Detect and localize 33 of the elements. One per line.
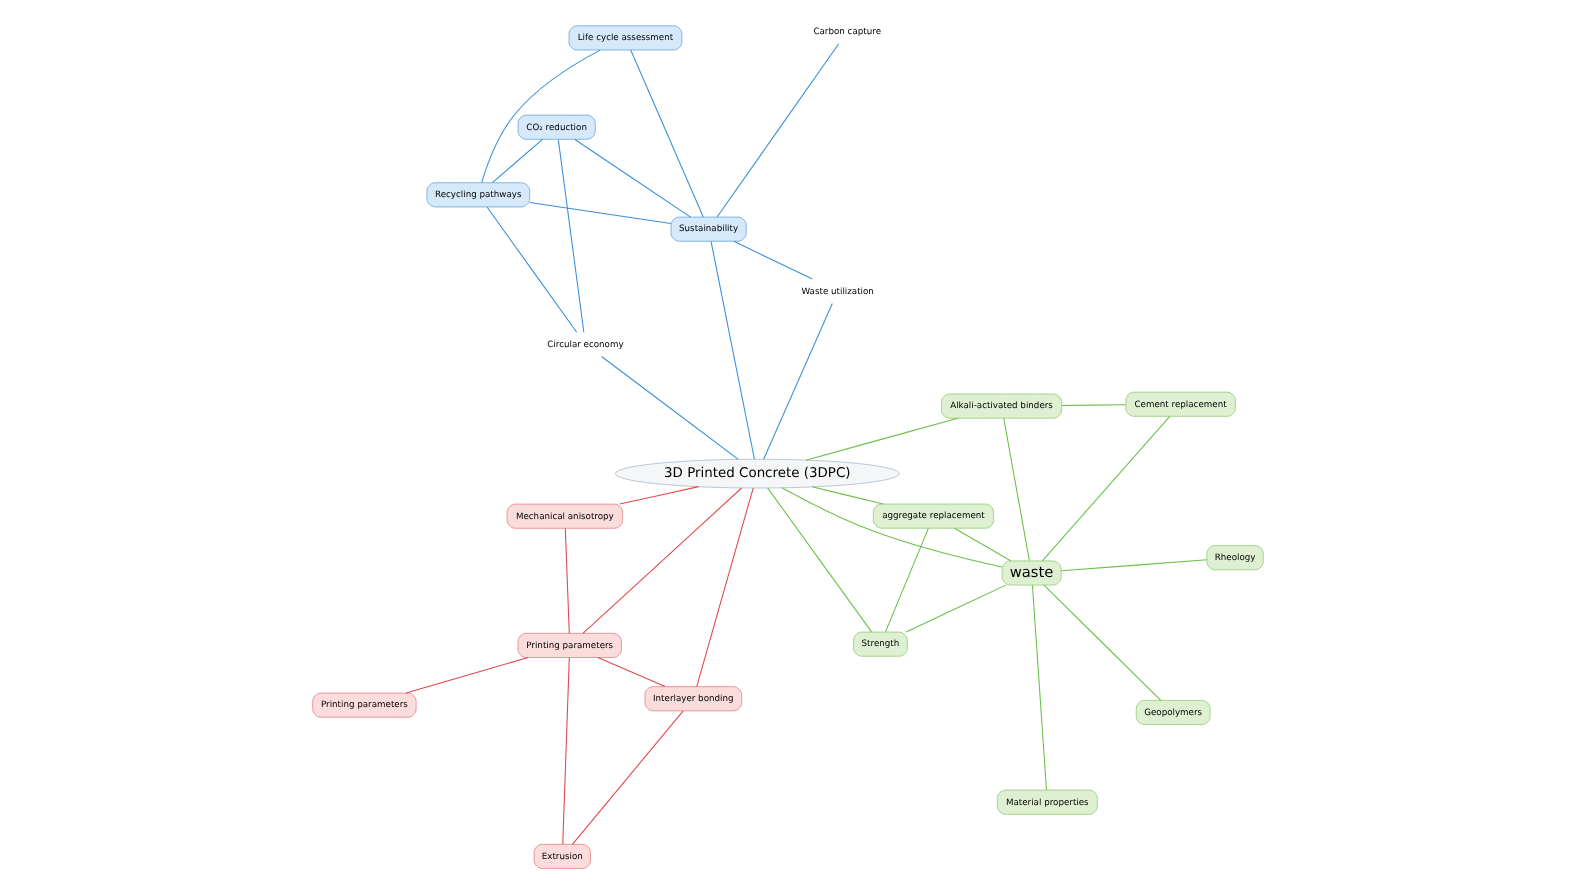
connector bbox=[629, 49, 703, 218]
connector bbox=[1059, 559, 1207, 572]
connector bbox=[561, 657, 569, 845]
connector bbox=[780, 487, 1002, 568]
connector bbox=[762, 303, 832, 460]
connector bbox=[904, 584, 1006, 633]
connector bbox=[709, 240, 754, 460]
connector bbox=[883, 527, 928, 633]
connector bbox=[490, 138, 542, 184]
connector bbox=[1060, 404, 1126, 406]
connector bbox=[570, 710, 683, 845]
connector bbox=[715, 43, 839, 218]
connector bbox=[596, 657, 665, 688]
connector bbox=[810, 486, 883, 505]
connector bbox=[1042, 584, 1161, 701]
connector bbox=[485, 206, 577, 333]
connector bbox=[804, 417, 958, 461]
connector bbox=[732, 240, 812, 280]
connector bbox=[1040, 415, 1170, 562]
connector bbox=[952, 527, 1011, 562]
connector bbox=[563, 527, 569, 634]
connector bbox=[1030, 584, 1047, 791]
connector bbox=[695, 487, 753, 688]
connector bbox=[1002, 417, 1029, 562]
connector bbox=[556, 138, 584, 333]
connector bbox=[480, 49, 600, 184]
connector bbox=[404, 657, 528, 694]
connector bbox=[766, 487, 872, 633]
connector bbox=[528, 202, 671, 225]
connector bbox=[618, 486, 699, 505]
connector bbox=[573, 138, 691, 218]
connector bbox=[600, 356, 738, 460]
connector bbox=[581, 487, 742, 634]
